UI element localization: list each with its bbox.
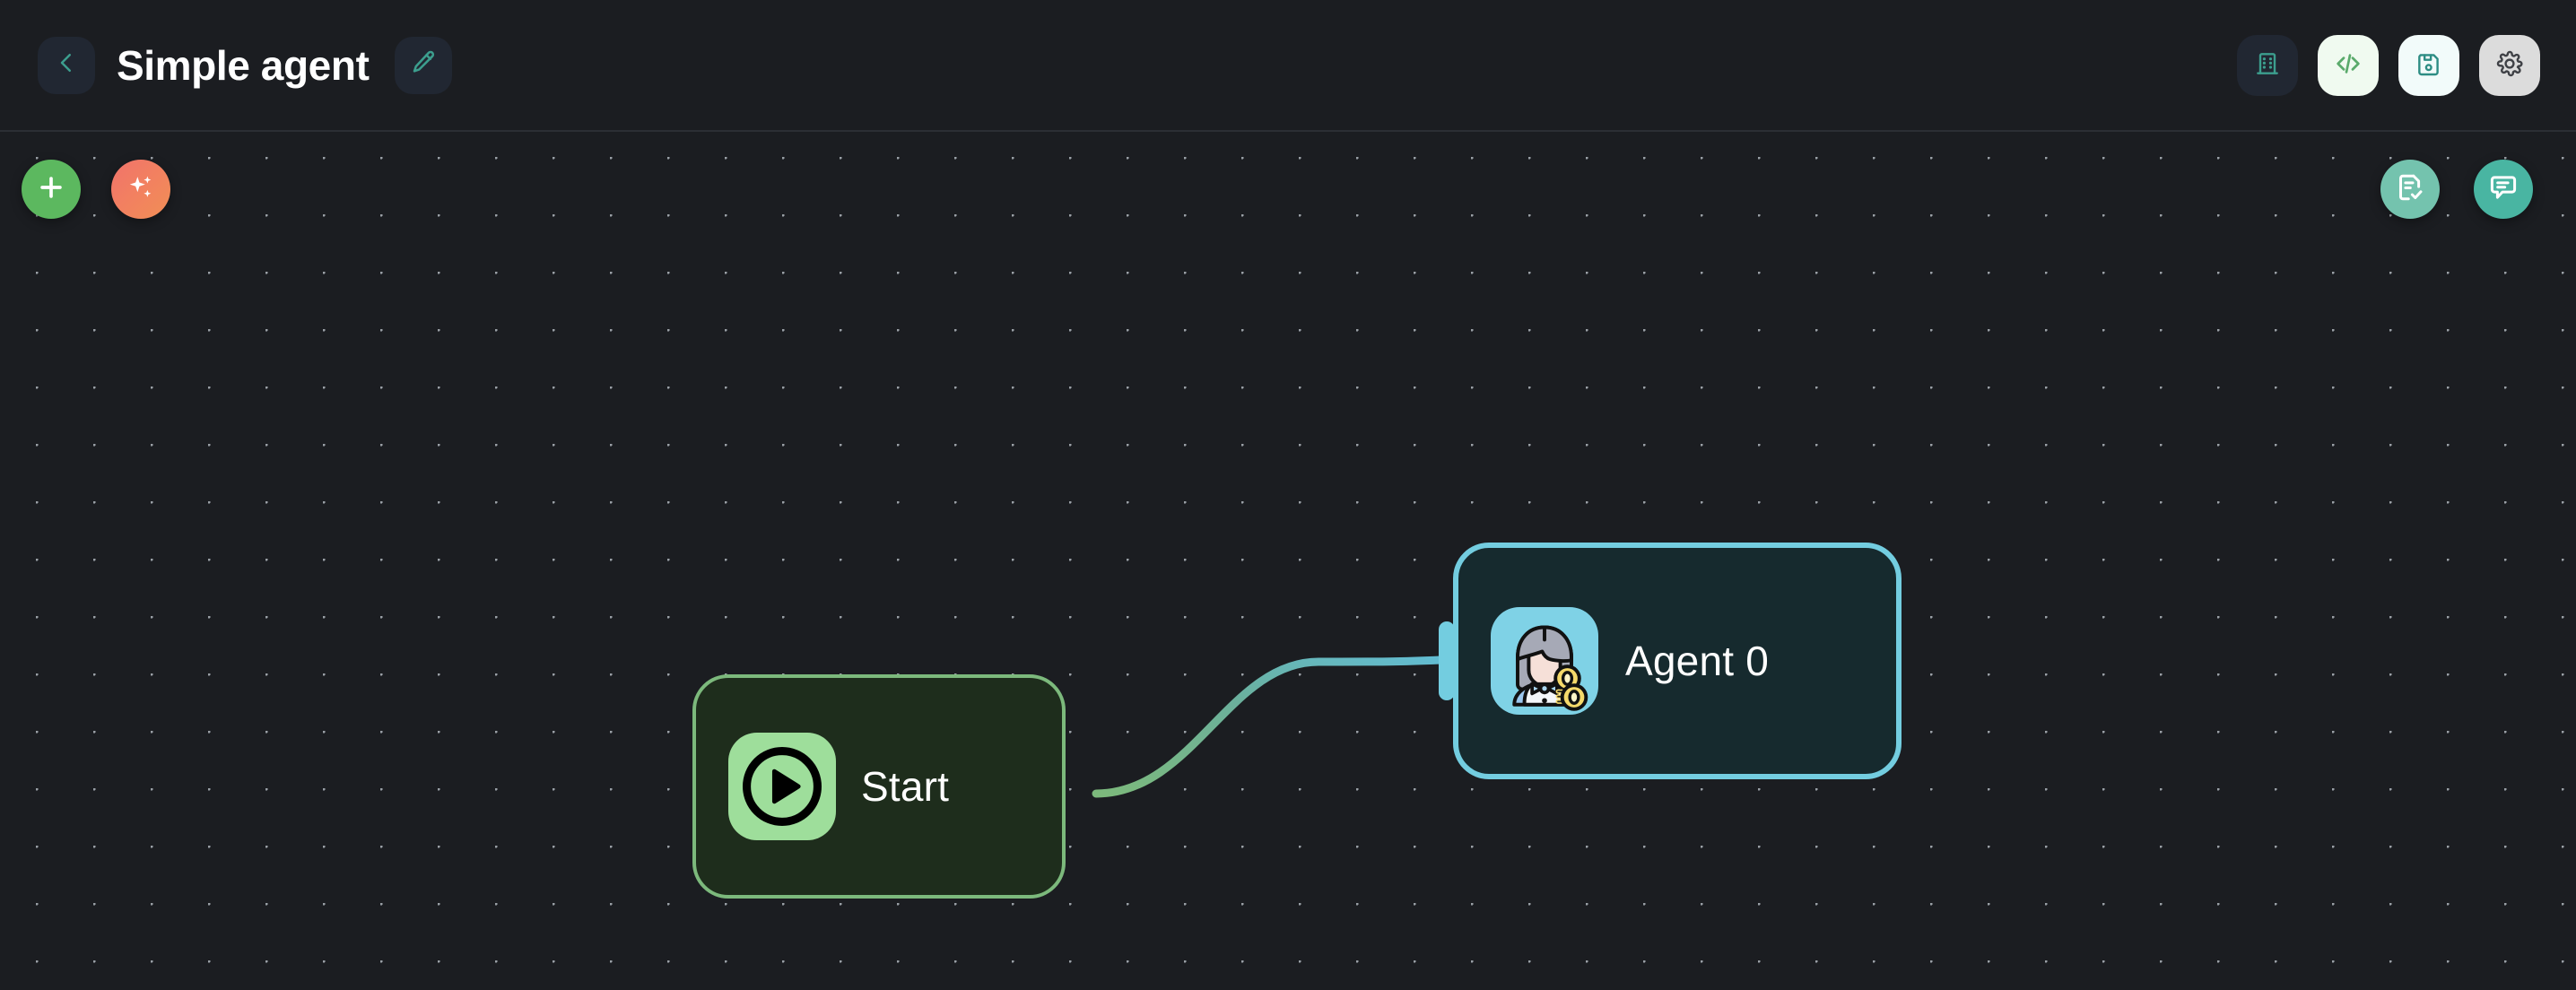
chat-bubble-icon: [2487, 171, 2519, 208]
back-button[interactable]: [38, 36, 95, 94]
code-button[interactable]: Code: [2318, 34, 2379, 96]
settings-button[interactable]: Settings: [2479, 34, 2540, 96]
chevron-left-icon: [53, 49, 80, 81]
floppy-disk-icon: [2415, 49, 2443, 81]
plus-icon: [36, 172, 66, 207]
edge-layer: [1092, 656, 1445, 798]
edit-title-button[interactable]: [394, 36, 452, 94]
add-node-button[interactable]: Add node: [22, 160, 81, 219]
edge-start-to-agent-0: [1092, 656, 1445, 798]
chat-button[interactable]: Chat: [2474, 160, 2533, 219]
ai-generate-button[interactable]: AI generate: [111, 160, 170, 219]
sparkles-icon: [126, 172, 156, 207]
header-left-group: Simple agent: [38, 36, 452, 94]
pencil-icon: [409, 48, 438, 82]
header-toolbar: Organization Code: [2237, 34, 2540, 96]
page-title: Simple agent: [117, 41, 370, 89]
app-header: Simple agent Organization: [0, 0, 2576, 132]
review-checklist-button[interactable]: Review checklist: [2380, 160, 2440, 219]
banker-avatar-icon: [1491, 607, 1598, 715]
play-circle-icon: [728, 733, 836, 840]
node-agent-0-label: Agent 0: [1625, 638, 1769, 684]
document-check-icon: [2394, 171, 2426, 208]
gear-icon: [2494, 48, 2525, 82]
organization-button[interactable]: Organization: [2237, 34, 2298, 96]
building-icon: [2253, 49, 2282, 81]
node-start[interactable]: Start: [692, 674, 1066, 899]
node-agent-0[interactable]: Agent 0: [1439, 543, 1902, 779]
node-start-label: Start: [861, 763, 950, 810]
save-button[interactable]: Save: [2398, 34, 2459, 96]
node-input-handle[interactable]: [1439, 621, 1455, 700]
code-brackets-icon: [2333, 48, 2363, 82]
flow-canvas[interactable]: Add node AI generate Review checklist: [0, 132, 2576, 990]
